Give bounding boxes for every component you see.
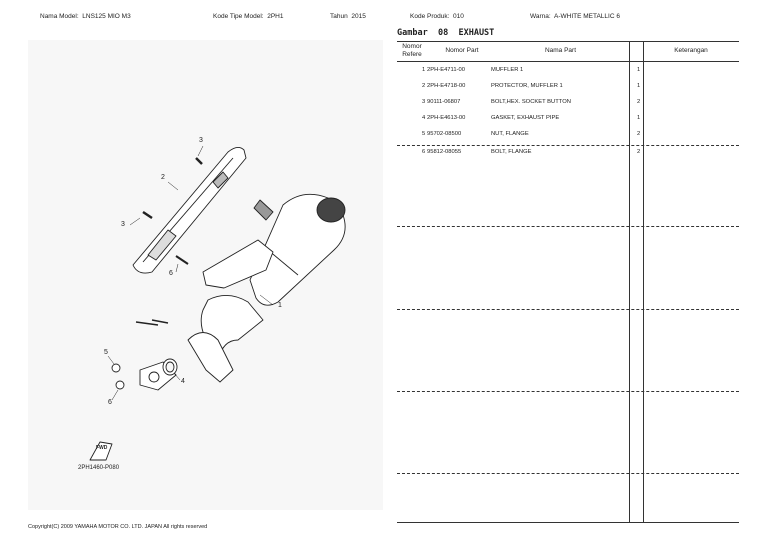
color-value: A-WHITE METALLIC 6 (553, 13, 620, 20)
group-separator (397, 391, 739, 392)
table-top-rule (397, 41, 739, 42)
header-part-no: Nomor Part (445, 47, 479, 54)
row-part-name: NUT, FLANGE (491, 131, 529, 137)
callout-3-top: 3 (199, 137, 203, 144)
figure-title-number: 08 (437, 28, 449, 38)
row-ref: 4 (422, 115, 426, 121)
row-qty: 2 (637, 99, 641, 105)
exhaust-drawing (89, 145, 346, 461)
model-name-field: Nama Model: LNS125 MIO M3 (40, 13, 131, 20)
callout-6-top: 6 (169, 270, 173, 277)
group-separator (397, 309, 739, 310)
color-label: Warna: (530, 13, 551, 20)
header-part-name: Nama Part (544, 47, 577, 54)
column-divider (629, 41, 630, 523)
table-header-rule (397, 61, 739, 62)
column-divider (643, 41, 644, 523)
row-qty: 1 (637, 67, 641, 73)
callout-3-left: 3 (121, 221, 125, 228)
row-qty: 1 (637, 83, 641, 89)
figure-title-label: Gambar (397, 28, 428, 38)
model-type-label: Kode Tipe Model: (213, 13, 264, 20)
row-part-name: GASKET, EXHAUST PIPE (491, 115, 560, 121)
year-value: 2015 (351, 13, 366, 20)
group-separator (397, 226, 739, 227)
row-part-name: BOLT, FLANGE (491, 149, 532, 155)
model-name-label: Nama Model: (40, 13, 79, 20)
row-part-no: 90111-06807 (427, 99, 461, 105)
row-ref: 3 (422, 99, 426, 105)
header-remarks: Keterangan (674, 47, 708, 54)
row-ref: 6 (422, 149, 426, 155)
callout-1: 1 (278, 302, 282, 309)
figure-title: Gambar 08 EXHAUST (397, 28, 494, 38)
year-field: Tahun 2015 (330, 13, 366, 20)
color-field: Warna: A-WHITE METALLIC 6 (530, 13, 620, 20)
exploded-diagram: 3 2 3 6 1 5 4 6 FWD (28, 40, 383, 510)
row-part-no: 95812-08055 (427, 149, 462, 155)
row-part-no: 95702-08500 (427, 131, 462, 137)
row-part-no: 2PH-E4613-00 (427, 115, 466, 121)
model-type-value: 2PH1 (267, 13, 284, 20)
fwd-label: FWD (96, 445, 108, 451)
callout-5: 5 (104, 349, 108, 356)
fwd-arrow-shape (89, 441, 113, 461)
row-qty: 2 (637, 149, 641, 155)
product-code-field: Kode Produk: 010 (410, 13, 464, 20)
row-ref: 1 (422, 67, 426, 73)
muffler-body-shape (249, 193, 346, 306)
model-name-value: LNS125 MIO M3 (82, 13, 131, 20)
row-qty: 2 (637, 131, 641, 137)
row-ref: 2 (422, 83, 426, 89)
callout-2: 2 (161, 174, 165, 181)
row-part-name: MUFFLER 1 (491, 67, 524, 73)
callout-6-bottom: 6 (108, 399, 112, 406)
header-ref: Nomor Refere (402, 43, 422, 58)
group-separator (397, 145, 739, 146)
row-part-no: 2PH-E4711-00 (427, 67, 465, 73)
row-ref: 5 (422, 131, 426, 137)
parts-table: Nomor Refere Nomor Part Nama Part Ketera… (397, 41, 739, 523)
product-code-label: Kode Produk: (410, 13, 450, 20)
callout-4: 4 (181, 378, 185, 385)
figure-code: 2PH1460-P080 (78, 465, 120, 471)
group-separator (397, 473, 739, 474)
row-part-no: 2PH-E4718-00 (427, 83, 466, 89)
figure-title-name: EXHAUST (458, 28, 495, 38)
copyright-text: Copyright(C) 2009 YAMAHA MOTOR CO. LTD. … (28, 524, 208, 530)
row-part-name: PROTECTOR, MUFFLER 1 (491, 83, 563, 89)
table-bottom-rule (397, 522, 739, 523)
year-label: Tahun (330, 13, 348, 20)
muffler-bracket-shape (202, 239, 274, 289)
row-qty: 1 (637, 115, 641, 121)
row-part-name: BOLT,HEX. SOCKET BUTTON (491, 99, 571, 105)
product-code-value: 010 (453, 13, 464, 20)
model-type-field: Kode Tipe Model: 2PH1 (213, 13, 283, 20)
